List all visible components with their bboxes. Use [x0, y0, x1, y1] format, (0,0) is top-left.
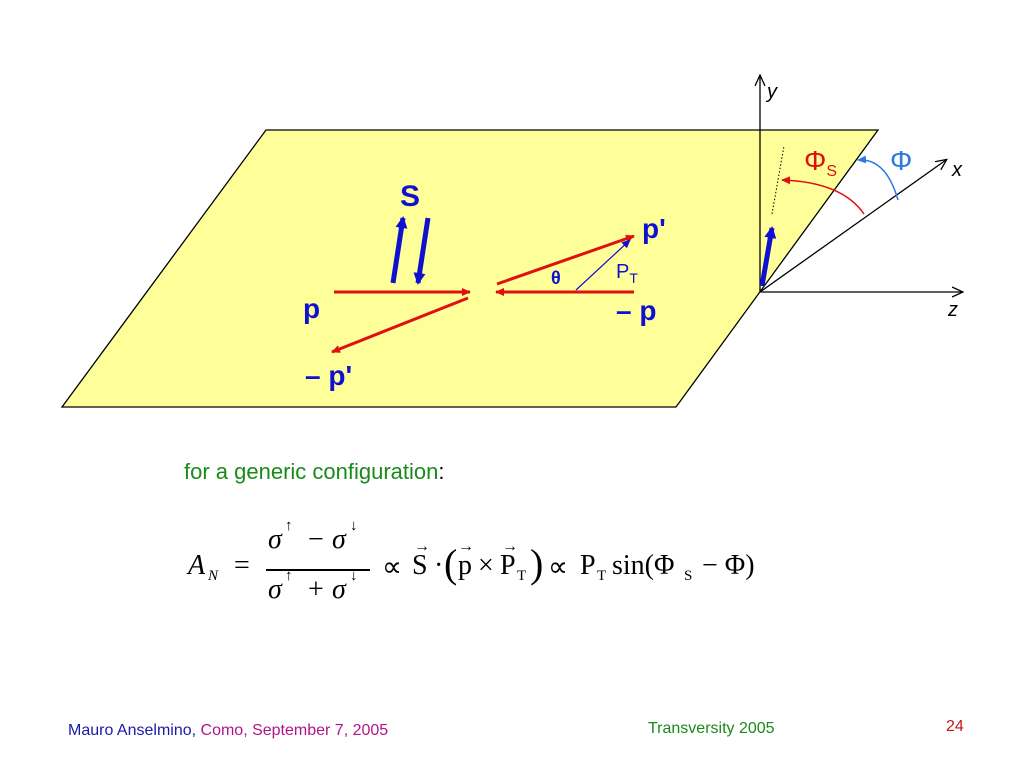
den-down-arrow: ↓: [350, 568, 358, 584]
label-p-prime: p': [642, 213, 666, 244]
num-sigma-2: σ: [332, 524, 346, 555]
arrow-pt: [575, 239, 631, 291]
label-phi-s-main: Φ: [804, 145, 826, 176]
x-axis: [759, 160, 946, 293]
formula-a: A: [188, 550, 206, 581]
arrow-p-prime: [496, 234, 635, 286]
pt-vec-arrow: →: [502, 538, 518, 555]
label-theta: θ: [551, 268, 561, 288]
label-phi-s: ΦS: [804, 145, 837, 180]
page-number: 24: [946, 718, 964, 735]
formula-a-sub: N: [208, 568, 219, 584]
formula-p-vec: p: [458, 550, 472, 581]
label-s: S: [400, 180, 420, 213]
formula-pt-vec: P: [500, 550, 516, 581]
formula-sin: sin(Φ: [612, 550, 675, 581]
formula-pt-sub: T: [597, 568, 607, 584]
footer-place-date: Como, September 7, 2005: [200, 722, 389, 739]
phi-arc: [857, 155, 899, 201]
spin-up-arrow: [390, 216, 408, 284]
label-pt-sub: T: [629, 270, 638, 286]
formula-prop-2: ∝: [548, 552, 569, 583]
scattering-diagram: S p – p' – p p' PT θ y x z: [60, 0, 1024, 408]
formula-pt: P: [580, 550, 596, 581]
label-y: y: [765, 81, 778, 103]
intro-colon: :: [438, 459, 445, 484]
intro-text: for a generic configuration:: [184, 459, 445, 485]
formula-sin-sub: S: [684, 568, 693, 584]
num-sigma-1: σ: [268, 524, 282, 555]
formula-eq: =: [234, 550, 250, 581]
label-x: x: [951, 159, 963, 181]
formula-pt-vec-sub: T: [517, 568, 527, 584]
formula-tail: − Φ): [702, 550, 755, 581]
label-phi-s-sub: S: [826, 163, 837, 180]
den-plus: +: [308, 574, 324, 605]
scattering-plane: [60, 129, 880, 408]
fraction-bar: [266, 569, 370, 571]
footer-conference: Transversity 2005: [648, 720, 775, 737]
num-down-arrow: ↓: [350, 518, 358, 534]
formula-cross: ×: [478, 550, 494, 581]
den-up-arrow: ↑: [285, 568, 293, 584]
num-up-arrow: ↑: [285, 518, 293, 534]
label-anti-p: – p: [616, 295, 656, 326]
den-sigma-2: σ: [332, 574, 346, 605]
label-pt: PT: [616, 261, 638, 286]
phi-s-arc: [781, 176, 865, 215]
label-phi: Φ: [890, 145, 912, 176]
den-sigma-1: σ: [268, 574, 282, 605]
footer-author-name: Mauro Anselmino,: [68, 722, 197, 739]
label-pt-main: P: [616, 261, 629, 283]
formula-lparen: (: [444, 541, 458, 586]
label-p: p: [303, 293, 320, 324]
spin-vector: [759, 226, 777, 287]
formula-rparen: ): [530, 541, 544, 586]
arrow-anti-p-prime: [331, 296, 469, 354]
p-vec-arrow: →: [458, 538, 474, 555]
label-anti-p-prime: – p': [305, 360, 352, 391]
formula-prop-1: ∝: [382, 552, 403, 583]
spin-projection-line: [771, 145, 785, 215]
asymmetry-formula: A N = σ ↑ − σ ↓ σ ↑ + σ ↓ ∝ S → · ( p → …: [188, 518, 808, 618]
num-minus: −: [308, 524, 324, 555]
s-vec-arrow: →: [414, 538, 430, 555]
footer-author: Mauro Anselmino, Como, September 7, 2005: [68, 722, 388, 740]
formula-dot: ·: [434, 550, 444, 581]
spin-down-arrow: [413, 217, 431, 285]
intro-label: for a generic configuration: [184, 459, 439, 484]
formula-s-vec: S: [412, 550, 428, 581]
label-z: z: [947, 299, 958, 321]
